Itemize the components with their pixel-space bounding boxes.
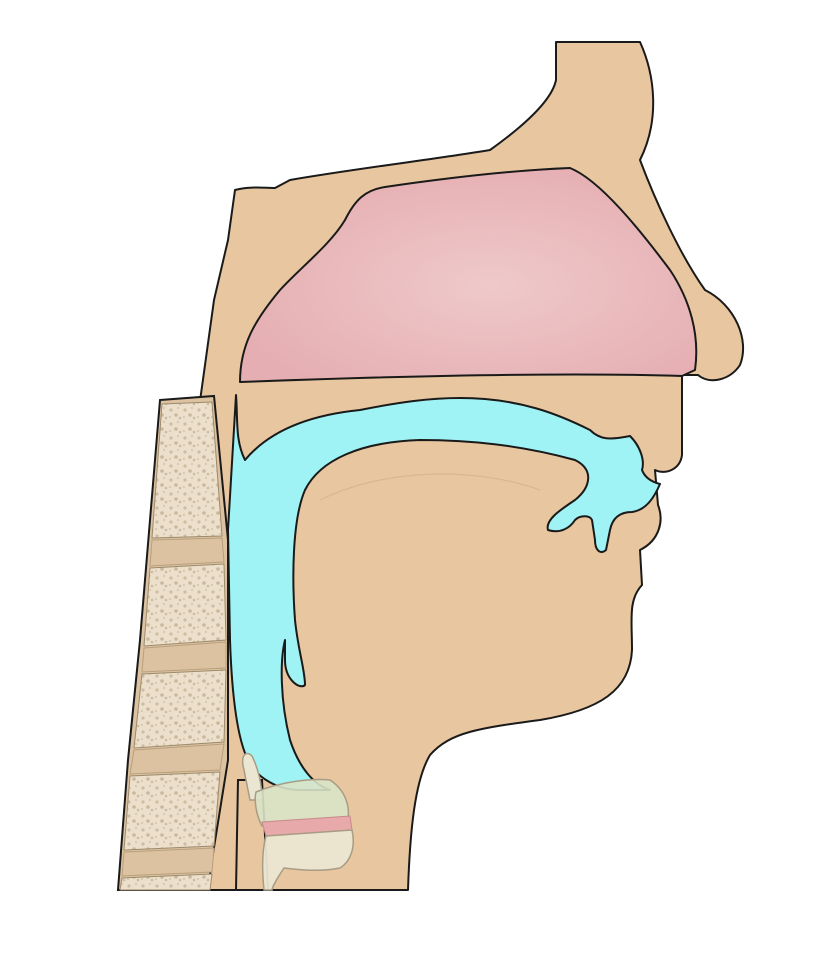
vertebra-c1 [151, 401, 223, 539]
vertebra-c2 [143, 563, 227, 647]
thyroid-cartilage [254, 778, 350, 827]
intervertebral-disc [129, 743, 225, 775]
intervertebral-disc [141, 641, 227, 673]
vertebra-c5 [119, 873, 213, 891]
airway-passage [227, 394, 661, 791]
cervical-spine [116, 394, 229, 891]
intervertebral-disc [121, 847, 215, 877]
tongue-dorsum [319, 473, 541, 501]
vertebra-c4 [123, 771, 221, 851]
intervertebral-disc [149, 537, 225, 567]
cricoid-cartilage [261, 829, 354, 891]
larynx [241, 752, 354, 891]
nasal-cavity [239, 167, 698, 383]
vertebra-c3 [133, 669, 227, 749]
